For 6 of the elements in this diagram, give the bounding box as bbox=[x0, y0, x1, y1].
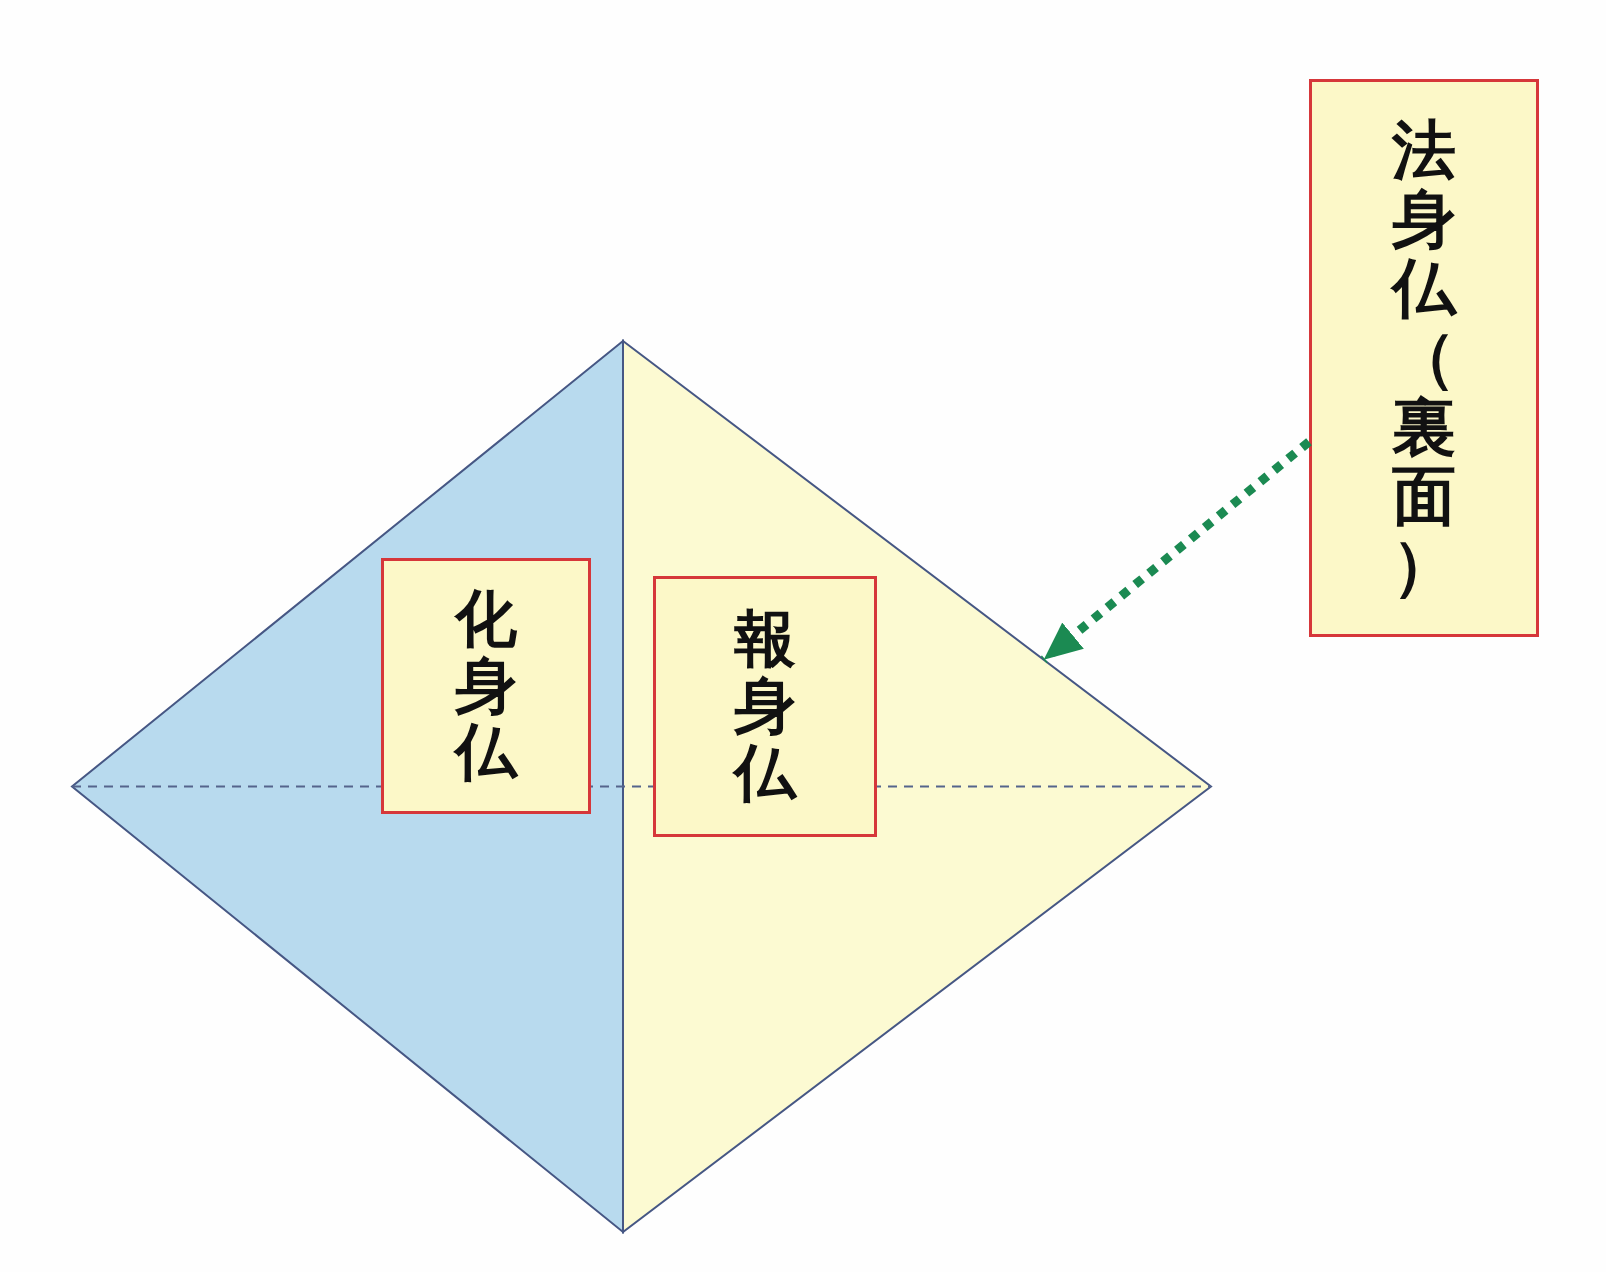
text-box bbox=[653, 576, 877, 837]
text-box bbox=[1309, 79, 1539, 637]
node-label: 報身仏 bbox=[734, 606, 796, 807]
node-label: 法身仏（裏面） bbox=[1392, 116, 1456, 600]
text-box bbox=[381, 558, 591, 814]
node-label: 化身仏 bbox=[455, 585, 517, 787]
